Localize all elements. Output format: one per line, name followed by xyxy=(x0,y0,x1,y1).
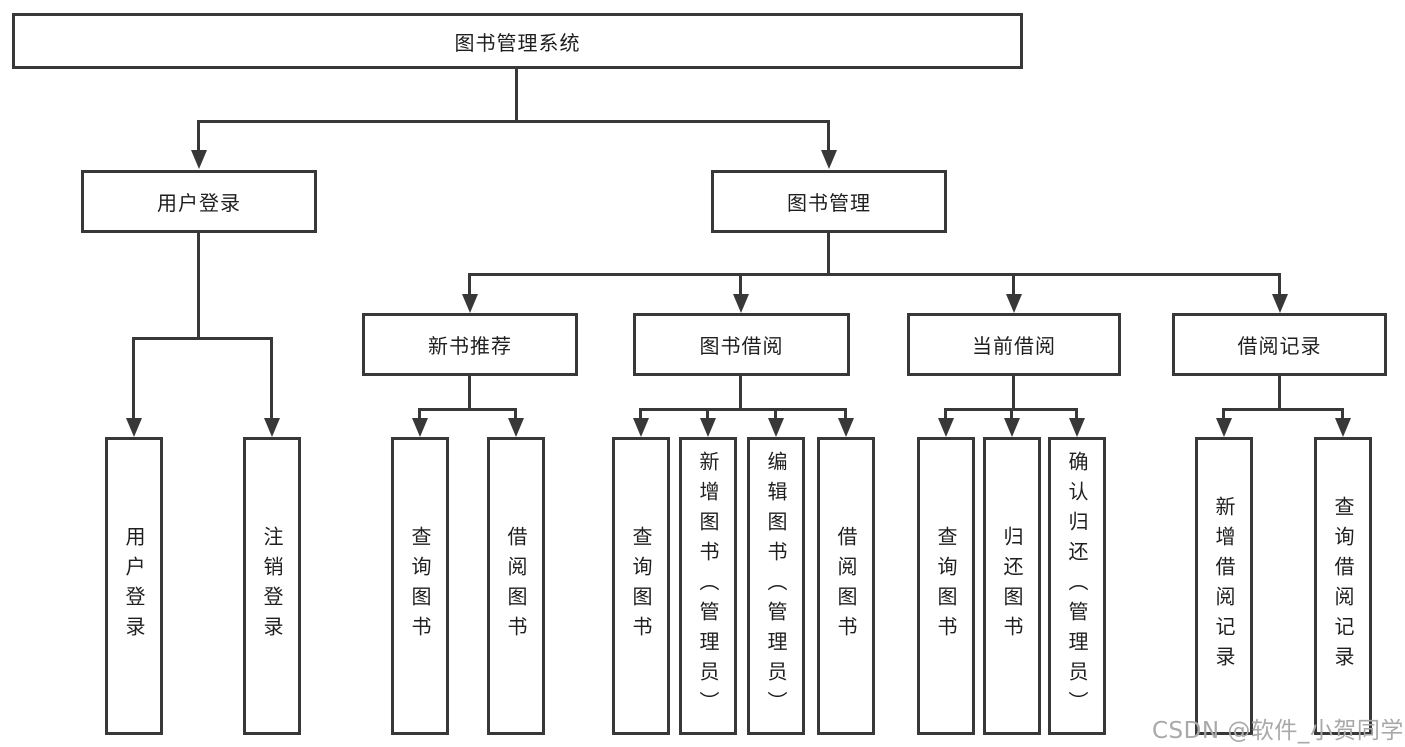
arrow-down-icon xyxy=(700,418,716,437)
connector-line xyxy=(514,408,517,422)
connector-line xyxy=(739,374,742,410)
leaf-user-login: 用户登录 xyxy=(105,437,163,735)
connector-line xyxy=(468,273,1281,276)
connector-line xyxy=(1222,408,1344,411)
node-root-library-system: 图书管理系统 xyxy=(12,13,1023,69)
leaf-label: 查询图书 xyxy=(408,526,432,646)
leaf-query-books-recommend: 查询图书 xyxy=(391,437,449,735)
connector-line xyxy=(197,231,200,339)
leaf-borrow-books-recommend: 借阅图书 xyxy=(487,437,545,735)
connector-line xyxy=(468,374,471,410)
arrow-down-icon xyxy=(191,150,207,169)
arrow-down-icon xyxy=(633,418,649,437)
leaf-label: 确认归还（管理员） xyxy=(1065,451,1089,721)
node-book-borrow: 图书借阅 xyxy=(633,313,850,376)
connector-line xyxy=(418,408,421,422)
connector-line xyxy=(706,408,709,422)
connector-line xyxy=(1075,408,1078,422)
leaf-query-books-borrow: 查询图书 xyxy=(612,437,670,735)
node-user-login: 用户登录 xyxy=(81,170,317,233)
arrow-down-icon xyxy=(1069,418,1085,437)
leaf-label: 查询图书 xyxy=(629,526,653,646)
connector-line xyxy=(132,337,273,340)
leaf-edit-books-admin: 编辑图书（管理员） xyxy=(747,437,805,735)
leaf-label: 新增借阅记录 xyxy=(1212,496,1236,676)
csdn-watermark: CSDN @软件_小贺同学 xyxy=(1152,718,1404,744)
leaf-label: 查询借阅记录 xyxy=(1331,496,1355,676)
arrow-down-icon xyxy=(1004,418,1020,437)
arrow-down-icon xyxy=(733,294,749,313)
connector-line xyxy=(639,408,847,411)
connector-line xyxy=(132,337,135,421)
node-new-book-recommend: 新书推荐 xyxy=(362,313,578,376)
leaf-add-borrow-record: 新增借阅记录 xyxy=(1195,437,1253,735)
arrow-down-icon xyxy=(508,418,524,437)
connector-line xyxy=(944,408,1078,411)
leaf-borrow-books: 借阅图书 xyxy=(817,437,875,735)
connector-line xyxy=(197,120,830,123)
connector-line xyxy=(774,408,777,422)
arrow-down-icon xyxy=(768,418,784,437)
leaf-label: 编辑图书（管理员） xyxy=(764,451,788,721)
connector-line xyxy=(468,273,471,298)
connector-line xyxy=(739,273,742,298)
connector-line xyxy=(1012,374,1015,410)
leaf-label: 借阅图书 xyxy=(834,526,858,646)
connector-line xyxy=(827,120,830,154)
leaf-add-books-admin: 新增图书（管理员） xyxy=(679,437,737,735)
arrow-down-icon xyxy=(412,418,428,437)
node-current-borrow: 当前借阅 xyxy=(907,313,1121,376)
connector-line xyxy=(1012,273,1015,298)
leaf-label: 借阅图书 xyxy=(504,526,528,646)
connector-line xyxy=(844,408,847,422)
arrow-down-icon xyxy=(462,294,478,313)
leaf-label: 用户登录 xyxy=(122,526,146,646)
leaf-label: 新增图书（管理员） xyxy=(696,451,720,721)
connector-line xyxy=(639,408,642,422)
leaf-query-borrow-record: 查询借阅记录 xyxy=(1314,437,1372,735)
arrow-down-icon xyxy=(821,150,837,169)
node-book-management: 图书管理 xyxy=(711,170,947,233)
leaf-logout: 注销登录 xyxy=(243,437,301,735)
leaf-return-books: 归还图书 xyxy=(983,437,1041,735)
arrow-down-icon xyxy=(1216,418,1232,437)
arrow-down-icon xyxy=(126,418,142,437)
connector-line xyxy=(1341,408,1344,422)
connector-line xyxy=(944,408,947,422)
arrow-down-icon xyxy=(838,418,854,437)
leaf-label: 注销登录 xyxy=(260,526,284,646)
arrow-down-icon xyxy=(1006,294,1022,313)
connector-line xyxy=(1010,408,1013,422)
connector-line xyxy=(197,120,200,154)
leaf-label: 查询图书 xyxy=(934,526,958,646)
arrow-down-icon xyxy=(1335,418,1351,437)
connector-line xyxy=(418,408,517,411)
connector-line xyxy=(1278,374,1281,410)
leaf-query-books-current: 查询图书 xyxy=(917,437,975,735)
connector-line xyxy=(827,231,830,275)
arrow-down-icon xyxy=(264,418,280,437)
leaf-confirm-return-admin: 确认归还（管理员） xyxy=(1048,437,1106,735)
connector-line xyxy=(270,337,273,421)
connector-line xyxy=(1278,273,1281,298)
leaf-label: 归还图书 xyxy=(1000,526,1024,646)
node-borrow-record: 借阅记录 xyxy=(1172,313,1387,376)
arrow-down-icon xyxy=(1272,294,1288,313)
connector-line xyxy=(515,68,518,122)
connector-line xyxy=(1222,408,1225,422)
arrow-down-icon xyxy=(938,418,954,437)
